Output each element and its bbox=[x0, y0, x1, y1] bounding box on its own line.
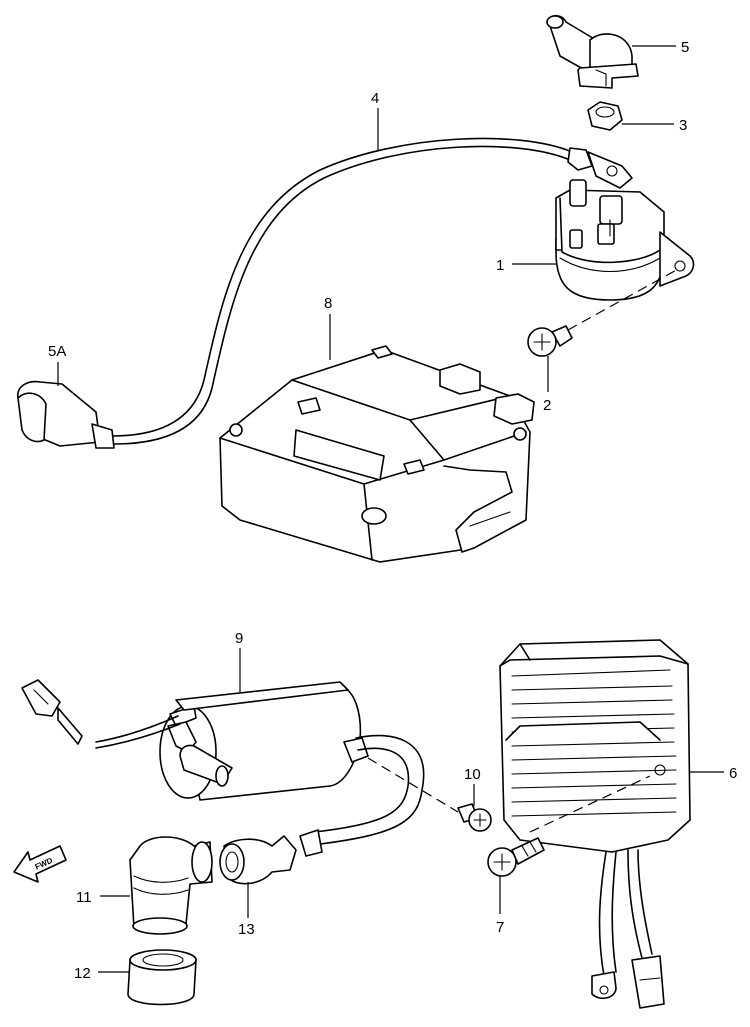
callout-3: 3 bbox=[679, 117, 687, 134]
part-5-terminal-cap bbox=[546, 14, 639, 89]
part-11-plug-cap bbox=[129, 836, 213, 935]
part-3-nut bbox=[587, 101, 623, 131]
part-9-ignition-coil bbox=[159, 681, 459, 857]
part-4-cable bbox=[111, 137, 633, 445]
part-13-grommet bbox=[219, 835, 297, 885]
part-2-screw bbox=[527, 267, 681, 357]
callout-12: 12 bbox=[74, 965, 91, 982]
callout-5a: 5A bbox=[48, 343, 66, 360]
part-10-screw bbox=[457, 803, 492, 832]
callout-5: 5 bbox=[681, 39, 689, 56]
callout-10: 10 bbox=[464, 766, 481, 783]
callout-11: 11 bbox=[76, 889, 92, 906]
fwd-arrow-icon: FWD bbox=[13, 845, 67, 883]
callout-13: 13 bbox=[238, 921, 255, 938]
callout-8: 8 bbox=[324, 295, 332, 312]
part-12-cap-seal bbox=[127, 949, 197, 1006]
callout-7: 7 bbox=[496, 919, 504, 936]
part-8-cdi-unit bbox=[219, 345, 535, 563]
part-1-starter-relay bbox=[555, 179, 695, 301]
part-6-regulator-rectifier bbox=[499, 639, 691, 1009]
callout-2: 2 bbox=[543, 397, 551, 414]
coil-connector bbox=[21, 679, 181, 749]
part-5a-terminal-boot bbox=[17, 380, 115, 449]
callout-labels: 5 3 4 1 2 8 5A 9 6 10 7 11 13 12 bbox=[48, 39, 737, 982]
leader-lines bbox=[57, 45, 724, 973]
callout-4: 4 bbox=[371, 90, 379, 107]
callout-1: 1 bbox=[496, 257, 504, 274]
callout-9: 9 bbox=[235, 630, 243, 647]
part-7-bolt bbox=[487, 837, 545, 877]
callout-6: 6 bbox=[729, 765, 737, 782]
